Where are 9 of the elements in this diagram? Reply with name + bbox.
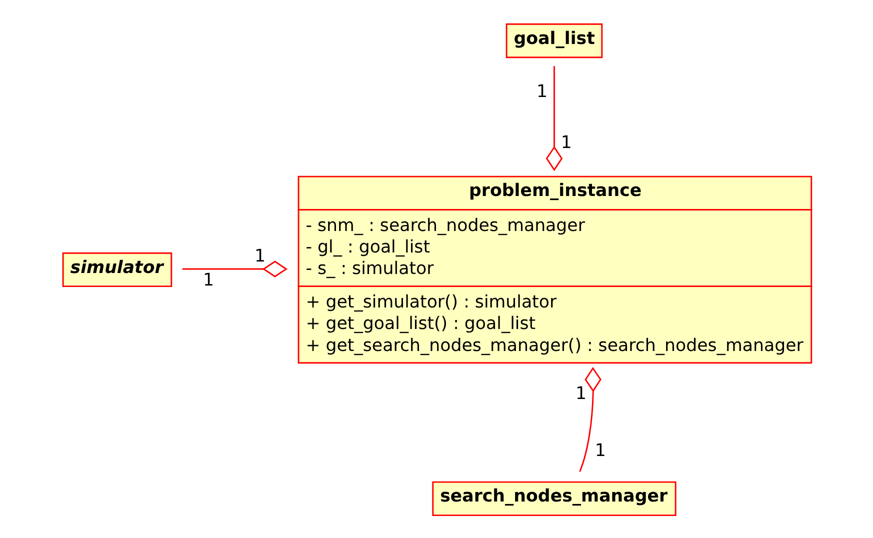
- connector: [579, 366, 602, 472]
- label: 1: [203, 270, 214, 291]
- connector: [546, 66, 563, 172]
- label: 1: [254, 246, 266, 266]
- connector: [182, 260, 288, 278]
- label: 1: [560, 133, 572, 154]
- label: 1: [575, 384, 587, 404]
- label: 1: [536, 82, 548, 102]
- label: 1: [594, 440, 606, 461]
